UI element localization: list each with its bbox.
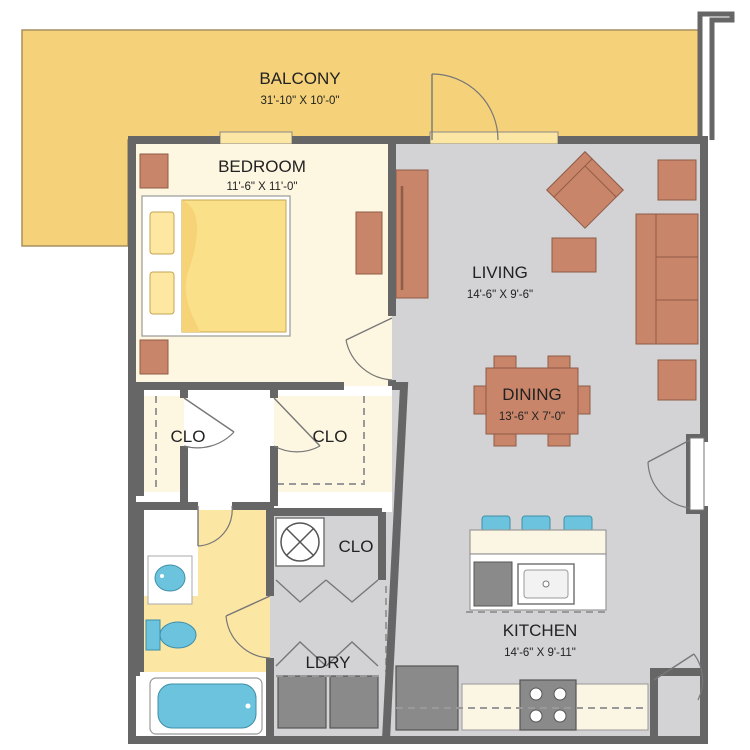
toilet-bowl — [159, 621, 197, 649]
balcony-door-swing — [431, 73, 499, 141]
kitchen-label: KITCHEN — [503, 621, 578, 640]
dishwasher — [473, 561, 513, 607]
balcony-rail — [697, 11, 735, 140]
toilet-tank — [145, 619, 161, 651]
laundry-label: LDRY — [305, 653, 350, 672]
washer — [277, 675, 327, 729]
island-bar-top — [469, 529, 607, 555]
bedroom-label: BEDROOM — [218, 157, 306, 176]
bedroom-door[interactable] — [345, 317, 393, 341]
dresser — [355, 211, 383, 275]
armchair — [546, 151, 624, 229]
closet-3-label: CLO — [339, 537, 374, 556]
balcony-label: BALCONY — [259, 69, 340, 88]
tub-basin — [157, 683, 257, 729]
kitchen-fixtures — [395, 515, 649, 731]
kitchen-dimensions: 14'-6" X 9'-11" — [504, 647, 576, 659]
end-table — [657, 159, 697, 201]
end-table — [657, 359, 697, 401]
nightstand — [139, 153, 169, 189]
bed — [141, 195, 291, 337]
pillow — [149, 211, 175, 255]
balcony-dimensions: 31'-10" X 10'-0" — [260, 95, 339, 107]
living-dimensions: 14'-6" X 9'-6" — [467, 289, 533, 301]
pantry-door[interactable] — [653, 653, 695, 681]
closet-1-door[interactable] — [183, 397, 235, 433]
entry-door[interactable] — [647, 439, 691, 463]
closet-2-label: CLO — [313, 427, 348, 446]
living-label: LIVING — [472, 263, 528, 282]
laundry-bifold-door[interactable] — [275, 641, 327, 667]
closet-1-label: CLO — [171, 427, 206, 446]
closet-2-door[interactable] — [273, 397, 321, 447]
refrigerator — [395, 665, 459, 731]
room-labels: BEDROOM 11'-6" X 11'-0" LIVING 14'-6" X … — [171, 157, 578, 672]
bath-side-door[interactable] — [225, 595, 271, 617]
closet-3-bifold-door[interactable] — [275, 579, 327, 603]
closet-1-floor — [140, 396, 184, 492]
living-furniture — [395, 151, 699, 401]
laundry-fixtures — [275, 517, 387, 729]
closet-2-floor — [274, 396, 392, 492]
balcony-door-frame — [429, 131, 559, 145]
nightstand — [139, 339, 169, 375]
sofa — [635, 213, 699, 345]
range — [519, 679, 577, 731]
closet-shelves — [155, 396, 365, 492]
bath-fixtures — [145, 555, 263, 735]
dryer — [329, 675, 379, 729]
dining-label: DINING — [502, 385, 562, 404]
ottoman — [551, 237, 597, 273]
doors[interactable] — [183, 317, 705, 701]
dining-dimensions: 13'-6" X 7'-0" — [499, 411, 565, 423]
bedroom-furniture — [139, 153, 383, 375]
bedroom-window — [219, 131, 293, 145]
bath-sink — [154, 564, 186, 592]
dining-table — [473, 355, 591, 447]
pillow — [149, 271, 175, 315]
bedroom-dimensions: 11'-6" X 11'-0" — [227, 181, 298, 193]
